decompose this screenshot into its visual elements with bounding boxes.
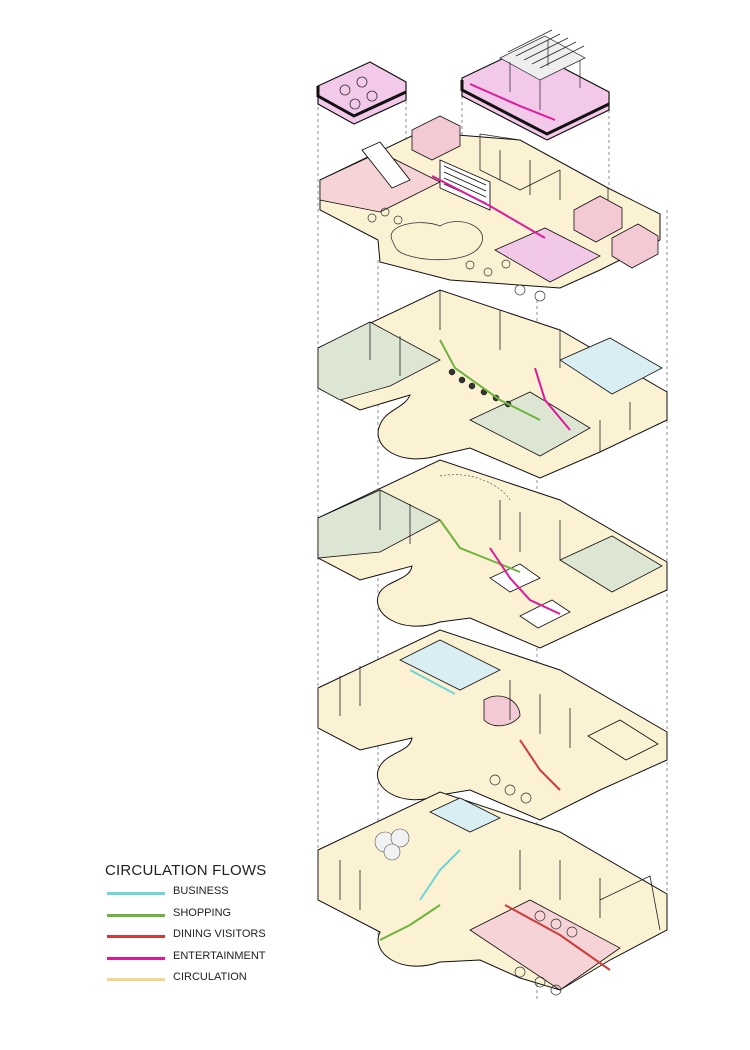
floor-2-dining-room xyxy=(587,719,659,761)
legend-item-dining-visitors: DINING VISITORS xyxy=(105,928,305,950)
floor-3-dashed-zone xyxy=(439,474,511,501)
legend-label-dining-visitors: DINING VISITORS xyxy=(173,928,266,940)
top-entertainment-zone xyxy=(494,227,601,283)
floor-4-entertainment-path xyxy=(534,367,571,431)
top-pond xyxy=(390,221,483,261)
floor-3-entertainment-path xyxy=(489,547,561,615)
legend-label-circulation: CIRCULATION xyxy=(173,971,247,983)
legend-item-entertainment: ENTERTAINMENT xyxy=(105,950,305,972)
legend-label-business: BUSINESS xyxy=(173,885,229,897)
floor-2-walls xyxy=(317,666,571,748)
legend-item-shopping: SHOPPING xyxy=(105,907,305,929)
floor-2-stage xyxy=(483,695,521,727)
floor-3-shop-right xyxy=(559,535,663,593)
legend-swatch-business xyxy=(107,892,165,895)
ground-dining-path xyxy=(504,904,611,971)
legend-label-entertainment: ENTERTAINMENT xyxy=(173,949,266,962)
floor-ground xyxy=(317,791,668,996)
floor-2-business-path xyxy=(409,669,456,695)
roof-tables xyxy=(339,76,378,110)
floor-2-business xyxy=(399,639,501,691)
ground-business-path xyxy=(419,849,461,901)
floor-4-shop-right xyxy=(469,391,591,457)
floor-3-walls xyxy=(379,490,561,560)
ground-tree xyxy=(374,828,410,861)
roof-entertainment-path xyxy=(469,83,556,121)
floor-roof-terrace xyxy=(316,29,610,141)
ground-tables xyxy=(514,910,578,996)
legend-swatch-shopping xyxy=(107,913,165,917)
legend-swatch-circulation xyxy=(107,978,165,981)
floor-2-dining-path xyxy=(519,739,561,791)
roof-left-pad xyxy=(317,61,407,125)
legend-item-business: BUSINESS xyxy=(105,885,305,907)
ground-business xyxy=(429,797,501,833)
floor-4 xyxy=(317,289,668,479)
food-trucks xyxy=(411,115,659,269)
circulation-flows-legend: CIRCULATION FLOWS BUSINESS SHOPPING DINI… xyxy=(105,862,305,993)
pergola xyxy=(499,29,586,110)
legend-item-circulation: CIRCULATION xyxy=(105,971,305,993)
legend-swatch-entertainment xyxy=(107,956,165,960)
floor-4-shopping-path xyxy=(439,339,541,421)
floor-4-walls xyxy=(369,290,631,452)
floor-2 xyxy=(317,629,668,821)
top-tables xyxy=(367,207,546,302)
legend-title: CIRCULATION FLOWS xyxy=(105,862,267,879)
legend-swatch-dining-visitors xyxy=(107,935,165,938)
top-walls xyxy=(479,133,609,200)
floor-3-shopping-path xyxy=(439,519,521,573)
floor-top xyxy=(319,115,661,302)
floor-3 xyxy=(317,459,668,649)
stair-top xyxy=(361,141,491,211)
ground-shopping-path xyxy=(379,904,441,941)
ground-dining-zone xyxy=(469,899,621,991)
floor-2-tables xyxy=(489,774,532,804)
ground-walls xyxy=(317,850,661,931)
top-entertainment-path xyxy=(431,175,546,239)
legend-label-shopping: SHOPPING xyxy=(173,906,232,919)
floor-4-business xyxy=(559,337,663,395)
